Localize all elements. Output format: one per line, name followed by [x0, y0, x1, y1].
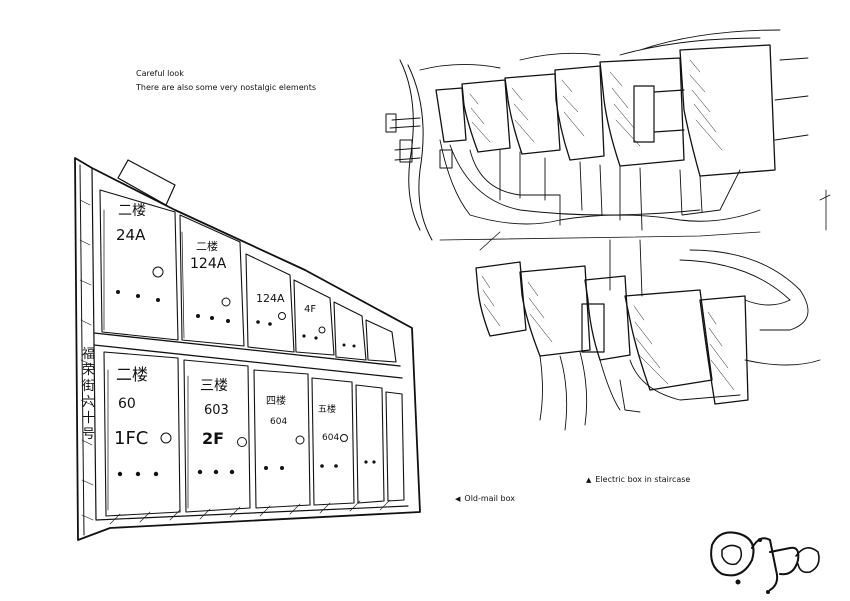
door-label-top-2-num: 124A: [190, 256, 227, 272]
door-label-bottom-1-floor: 二楼: [116, 365, 148, 384]
door-label-top-1-num: 24A: [116, 226, 146, 244]
door-label-bottom-2-num: 603: [204, 403, 229, 418]
door-label-top-3-num: 124A: [256, 292, 285, 305]
caption-electric-box: ▲Electric box in staircase: [586, 475, 690, 484]
door-label-top-1-floor: 二楼: [118, 203, 146, 219]
svg-text:荣: 荣: [82, 363, 95, 378]
mailbox-vertical-label: 福 荣 街 六 十 号: [82, 347, 95, 442]
door-label-top-2-floor: 二楼: [196, 239, 218, 253]
triangle-left-icon: ◀: [455, 495, 461, 503]
caption-nostalgic-elements: There are also some very nostalgic eleme…: [136, 83, 317, 92]
door-label-bottom-2-floor: 三楼: [200, 378, 228, 394]
door-label-bottom-2-unit: 2F: [202, 429, 224, 448]
artist-signature: [710, 531, 820, 594]
triangle-up-icon: ▲: [586, 476, 592, 484]
caption-mail-box-text: Old-mail box: [464, 494, 516, 503]
svg-text:街: 街: [82, 379, 95, 394]
svg-text:号: 号: [82, 427, 95, 442]
door-label-bottom-4-floor: 五楼: [318, 403, 336, 415]
door-label-bottom-4-num: 604: [322, 433, 339, 443]
svg-text:福: 福: [82, 347, 95, 362]
door-label-top-4-num: 4F: [304, 304, 316, 315]
door-label-bottom-1-unit: 1FC: [114, 428, 148, 449]
mailbox-sketch: 二楼 24A 二楼 124A 124A 4F 二楼 60 1FC 三楼 603 …: [74, 157, 421, 541]
svg-text:十: 十: [82, 411, 95, 426]
caption-careful-look: Careful look: [136, 69, 184, 78]
door-label-bottom-3-floor: 四楼: [266, 394, 286, 407]
electric-box-sketch: [385, 29, 831, 431]
caption-electric-box-text: Electric box in staircase: [595, 475, 691, 484]
door-label-bottom-3-num: 604: [270, 417, 287, 427]
door-label-bottom-1-num: 60: [118, 396, 136, 412]
caption-mail-box: ◀Old-mail box: [455, 494, 515, 503]
svg-text:六: 六: [82, 395, 95, 410]
